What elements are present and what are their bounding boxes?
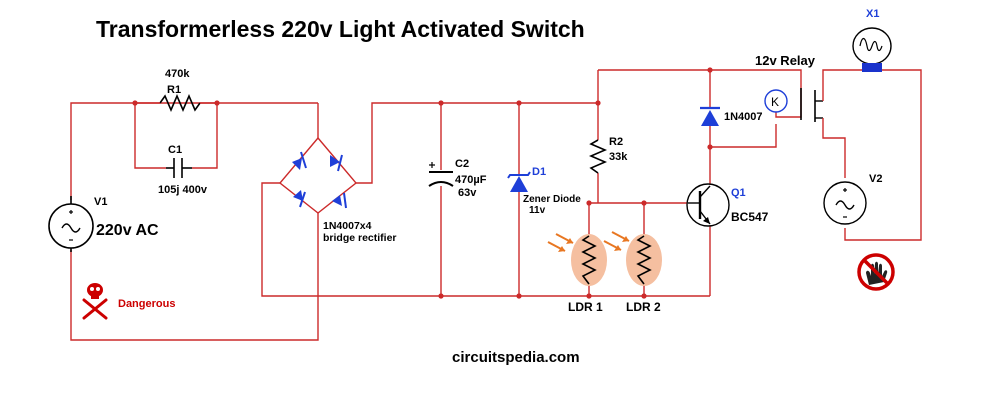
relay-label: 12v Relay xyxy=(755,53,816,68)
wire-c1-left xyxy=(134,103,166,169)
junction-dot xyxy=(516,293,522,299)
v1-ref: V1 xyxy=(94,196,107,208)
c2-value: 470µF xyxy=(455,174,487,186)
c2-voltage: 63v xyxy=(458,187,477,199)
c1-ref: C1 xyxy=(168,144,182,156)
relay-coil-label: K xyxy=(771,95,779,109)
wire-relay-coil-bottom xyxy=(710,124,777,148)
relay-contact-symbol xyxy=(800,78,824,132)
ldr1-symbol xyxy=(547,233,607,286)
diagram-title: Transformerless 220v Light Activated Swi… xyxy=(96,16,585,42)
diode-label: 1N4007 xyxy=(724,111,763,123)
q1-value: BC547 xyxy=(731,210,769,224)
q1-transistor-symbol xyxy=(686,183,730,227)
c1-value: 105j 400v xyxy=(158,184,208,196)
x1-ref: X1 xyxy=(866,8,879,20)
junction-dot xyxy=(438,100,444,106)
relay-coil-symbol xyxy=(764,89,788,113)
website-label: circuitspedia.com xyxy=(452,349,580,366)
v2-ref: V2 xyxy=(869,173,882,185)
circuit-wires xyxy=(70,67,922,341)
c2-capacitor-symbol xyxy=(428,162,454,187)
wire-ground-rail xyxy=(261,182,710,297)
bridge-line1: 1N4007x4 xyxy=(323,220,372,232)
junction-dot xyxy=(516,100,522,106)
bridge-rectifier-symbol xyxy=(278,137,358,214)
d1-ref: D1 xyxy=(532,166,546,178)
junction-dot xyxy=(641,293,647,299)
wire-v1-top xyxy=(70,102,318,200)
r1-value: 470k xyxy=(165,68,190,80)
no-touch-warning-icon xyxy=(857,253,895,291)
r2-resistor-symbol xyxy=(588,139,608,174)
d1-line1: Zener Diode xyxy=(523,194,581,205)
junction-dot xyxy=(438,293,444,299)
r2-value: 33k xyxy=(609,151,628,163)
c2-ref: C2 xyxy=(455,158,469,170)
junction-dot xyxy=(586,293,592,299)
v1-ac-source xyxy=(48,196,94,252)
v1-value: 220v AC xyxy=(96,222,159,239)
ldr1-label: LDR 1 xyxy=(568,300,603,314)
flyback-diode-symbol xyxy=(700,106,720,126)
skull-crossbones-icon xyxy=(82,283,108,320)
x1-lamp-symbol xyxy=(852,27,892,72)
q1-ref: Q1 xyxy=(731,187,746,199)
junction-dot xyxy=(641,200,647,206)
junction-dot xyxy=(595,100,601,106)
junction-dot xyxy=(586,200,592,206)
zener-diode-symbol xyxy=(507,171,531,192)
warning-label: Dangerous xyxy=(118,298,175,310)
r2-ref: R2 xyxy=(609,136,623,148)
junction-dot xyxy=(707,144,713,150)
junction-dot xyxy=(707,67,713,73)
wire-v1-bottom xyxy=(70,213,319,341)
bridge-line2: bridge rectifier xyxy=(323,232,397,244)
wire-c1-right xyxy=(192,103,218,169)
junction-dots xyxy=(132,67,713,299)
r1-ref: R1 xyxy=(167,84,181,96)
ldr2-label: LDR 2 xyxy=(626,300,661,314)
wire-positive-rail xyxy=(356,102,598,184)
wire-relay-lamp xyxy=(822,67,869,78)
d1-line2: 11v xyxy=(529,205,546,216)
v2-ac-source xyxy=(823,181,867,225)
ldr2-symbol xyxy=(603,231,662,286)
wire-relay-v2 xyxy=(822,132,846,178)
r1-resistor-symbol xyxy=(159,93,201,113)
